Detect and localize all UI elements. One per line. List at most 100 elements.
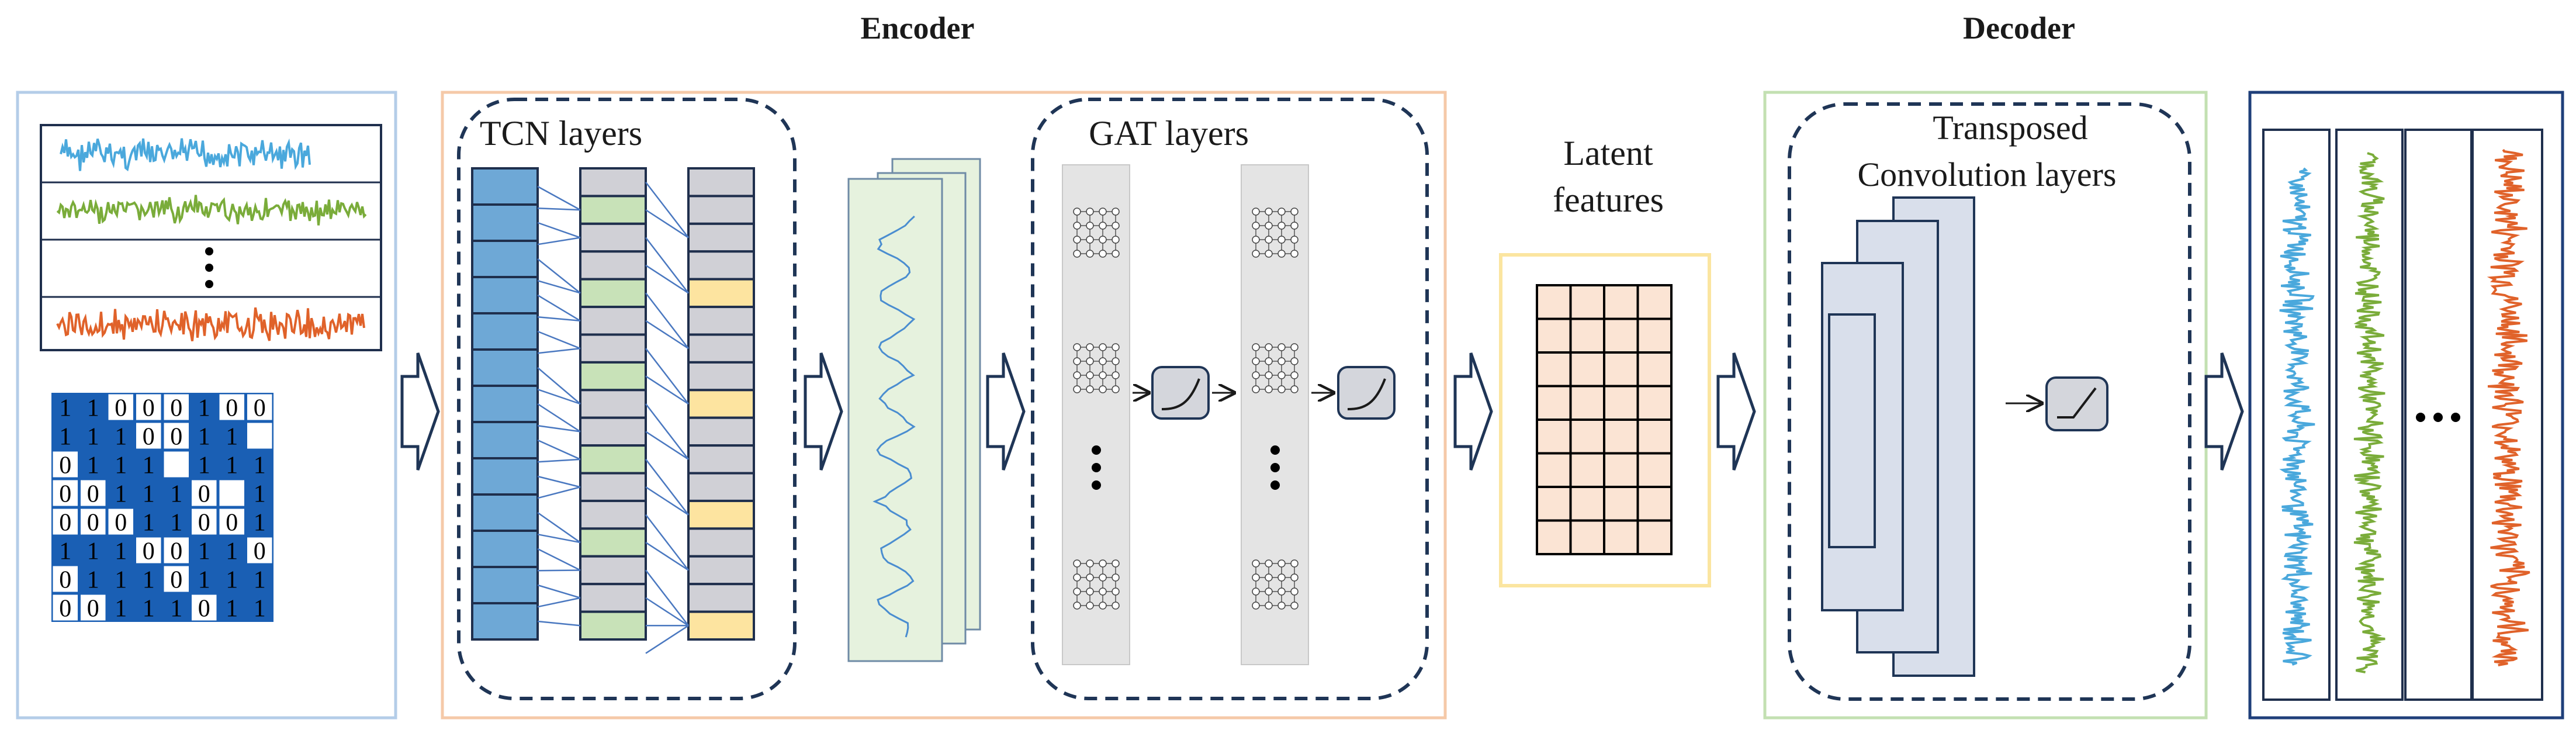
matrix-cell: 1: [115, 481, 127, 508]
matrix-cell: 0: [59, 567, 71, 594]
matrix-cell: 1: [143, 510, 155, 537]
matrix-cell: 1: [59, 538, 71, 565]
matrix-cell: 1: [59, 424, 71, 451]
matrix-cell: 0: [254, 538, 266, 565]
output-panel: [2248, 91, 2564, 720]
gat-layers-label: GAT layers: [1089, 114, 1249, 153]
matrix-cell: 0: [226, 395, 238, 422]
block-arrow-icon: [1453, 352, 1493, 471]
transposed-label-line1: Transposed: [1933, 109, 2087, 147]
feature-map-signal: [872, 215, 916, 638]
activation-icon: [2045, 376, 2108, 431]
gat-layer-1: [1062, 164, 1130, 665]
graph-icon: [1073, 208, 1299, 610]
block-arrow-icon: [1716, 352, 1756, 471]
matrix-cell: 0: [87, 510, 99, 537]
matrix-cell: 1: [254, 481, 266, 508]
matrix-cell: 0: [198, 596, 210, 623]
output-signal-green: [2353, 152, 2385, 673]
matrix-cell: 1: [143, 567, 155, 594]
block-arrow-icon: [2204, 352, 2244, 471]
matrix-cell: 0: [59, 596, 71, 623]
matrix-cell: 1: [198, 538, 210, 565]
tcn-layer-stack: [471, 167, 755, 654]
matrix-cell: 0: [170, 395, 182, 422]
matrix-cell: 0: [198, 510, 210, 537]
temporal-feature-maps: [847, 158, 981, 662]
encoder-panel: [441, 91, 1447, 720]
decoder-title: Decoder: [1963, 11, 2075, 46]
input-signal-blue: [60, 138, 311, 172]
block-arrow-icon: [400, 352, 440, 471]
matrix-cell: 0: [170, 567, 182, 594]
matrix-cell: 1: [87, 424, 99, 451]
matrix-cell: 1: [170, 481, 182, 508]
matrix-cell: 1: [170, 510, 182, 537]
latent-label-line2: features: [1553, 181, 1664, 219]
block-arrow-icon: [986, 352, 1026, 471]
activation-icon: [1151, 366, 1210, 420]
encoder-title: Encoder: [861, 11, 975, 46]
matrix-cell: 1: [115, 596, 127, 623]
vertical-ellipsis-icon: [1092, 445, 1280, 490]
matrix-cell: 0: [87, 481, 99, 508]
matrix-cell: 1: [198, 395, 210, 422]
matrix-cell: 1: [198, 424, 210, 451]
input-signal-orange: [56, 307, 365, 341]
matrix-cell: 0: [115, 510, 127, 537]
matrix-cell: 1: [254, 567, 266, 594]
latent-label-line1: Latent: [1563, 134, 1653, 172]
deconv-layer-1: [1828, 313, 1876, 548]
matrix-cell: 1: [170, 596, 182, 623]
matrix-cell: 0: [115, 395, 127, 422]
transposed-label-line2: Convolution layers: [1857, 155, 2116, 193]
matrix-cell: 0: [170, 424, 182, 451]
matrix-cell: 1: [115, 538, 127, 565]
latent-features: Latent features: [1499, 134, 1711, 587]
block-arrow-icon: [804, 352, 843, 471]
matrix-cell: 0: [59, 481, 71, 508]
matrix-cell: 1: [198, 452, 210, 479]
matrix-cell: 1: [226, 538, 238, 565]
matrix-cell: 0: [143, 395, 155, 422]
input-signal-green: [56, 195, 367, 226]
matrix-cell: 0: [59, 510, 71, 537]
tcn-dashed-region: [457, 98, 797, 700]
matrix-cell: 1: [115, 452, 127, 479]
matrix-cell: 1: [254, 510, 266, 537]
vertical-ellipsis-icon: [205, 247, 213, 288]
matrix-cell: 0: [254, 395, 266, 422]
gat-layer-2: [1241, 164, 1309, 665]
matrix-cell: 1: [87, 538, 99, 565]
matrix-cell: 1: [87, 567, 99, 594]
matrix-cell: 0: [170, 538, 182, 565]
horizontal-ellipsis-icon: [2416, 413, 2460, 422]
matrix-cell: 1: [143, 452, 155, 479]
matrix-cell: 0: [59, 452, 71, 479]
matrix-cell: 1: [143, 596, 155, 623]
output-signal-blue: [2279, 167, 2315, 666]
output-signal-orange: [2487, 148, 2530, 666]
matrix-cell: 1: [226, 452, 238, 479]
activation-icon: [1337, 366, 1396, 420]
latent-grid: [1536, 284, 1673, 555]
matrix-cell: 1: [226, 596, 238, 623]
matrix-cell: 1: [87, 452, 99, 479]
matrix-cell: 0: [87, 596, 99, 623]
tcn-layers-label: TCN layers: [480, 114, 642, 153]
matrix-cell: 1: [254, 452, 266, 479]
matrix-cell: 1: [226, 567, 238, 594]
tcn-block: TCN layers: [457, 98, 797, 700]
matrix-cell: 1: [115, 567, 127, 594]
matrix-cell: 1: [198, 567, 210, 594]
matrix-cell: 0: [226, 510, 238, 537]
matrix-cell: 0: [143, 538, 155, 565]
matrix-cell: 1: [226, 424, 238, 451]
matrix-cell: 0: [198, 481, 210, 508]
transposed-dashed-region: [1788, 102, 2191, 701]
transposed-conv-block: Transposed Convolution layers: [1788, 102, 2191, 701]
matrix-cell: 1: [59, 395, 71, 422]
